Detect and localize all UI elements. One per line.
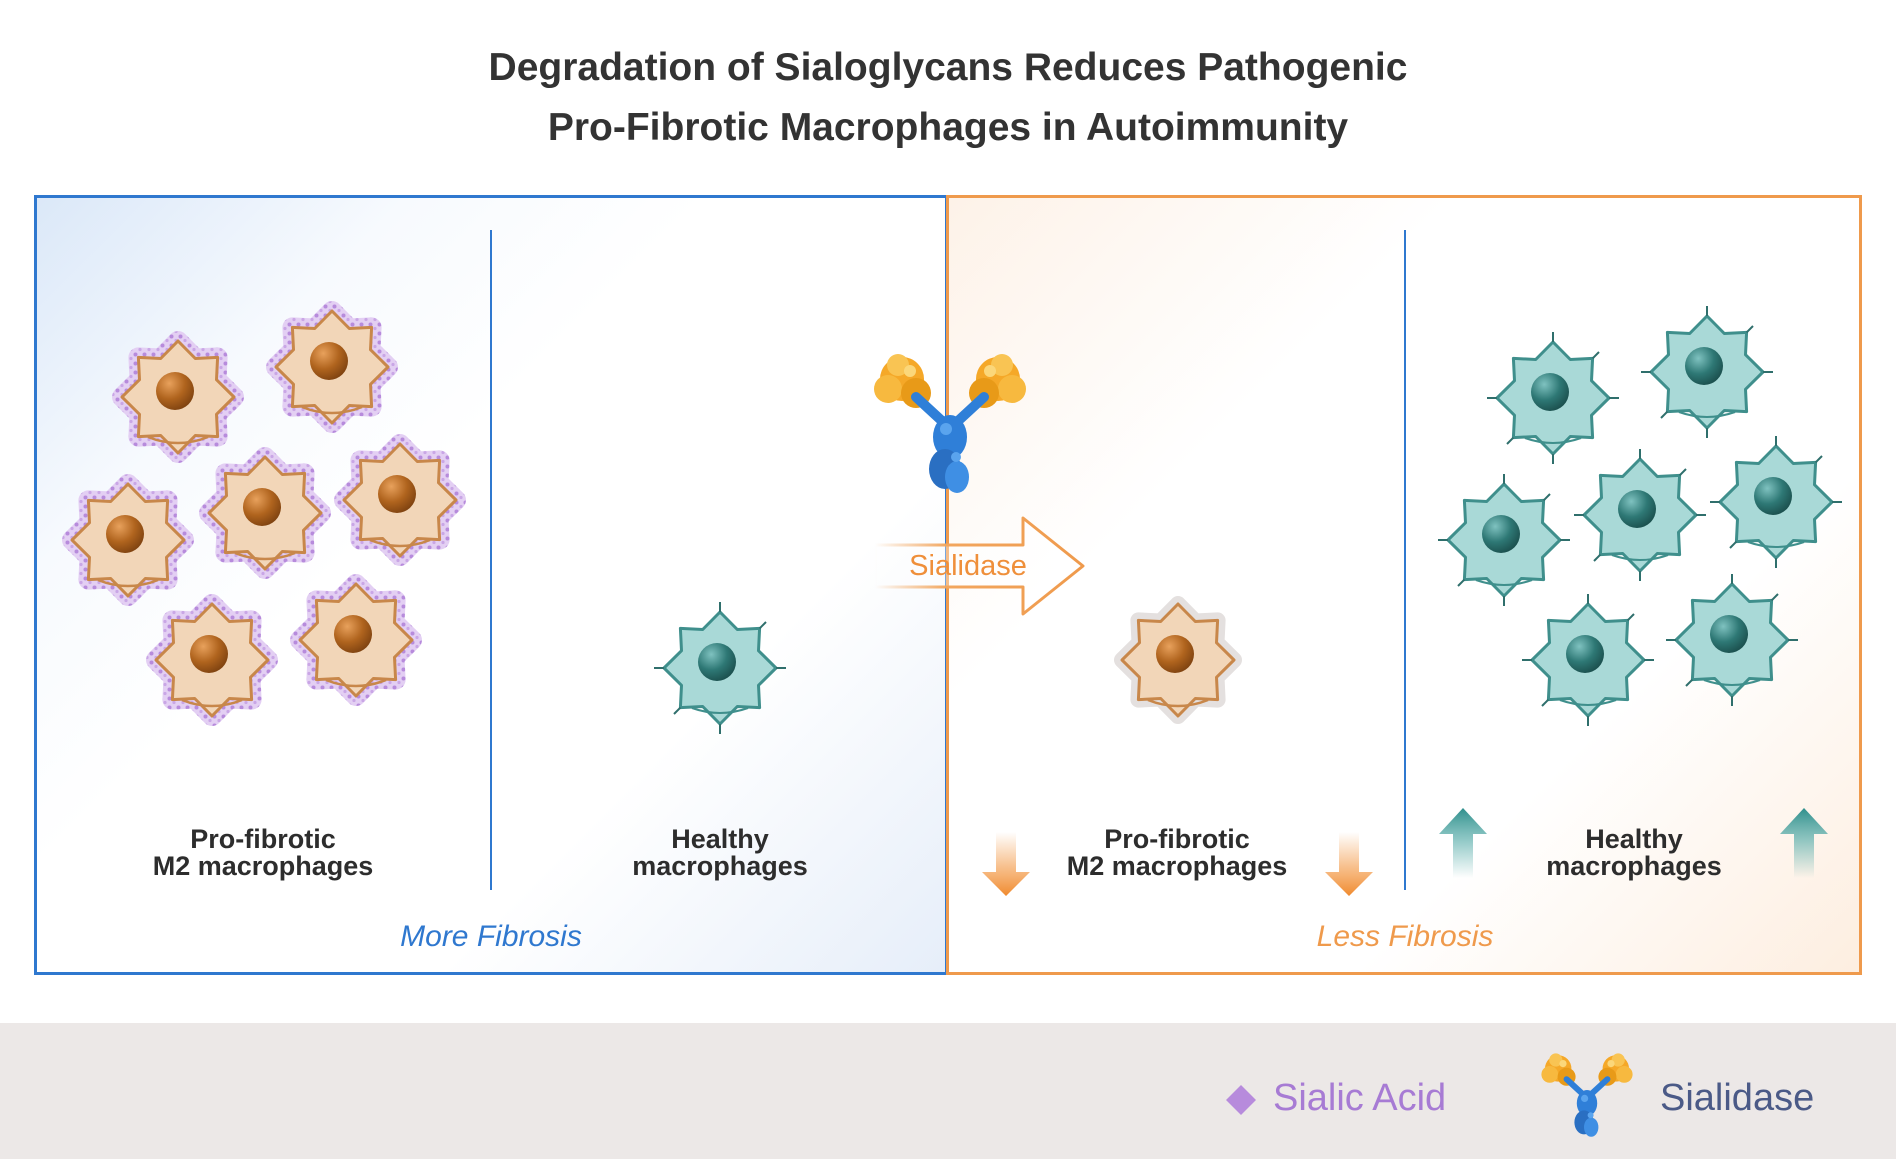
sialidase-arrow-label: Sialidase [909,550,1027,582]
healthy-macrophage-icon [1522,594,1654,726]
arrow-down-icon [1325,832,1373,896]
more-fibrosis-label: More Fibrosis [400,920,582,953]
left-panel-divider [490,230,492,890]
arrow-down-icon [982,832,1030,896]
healthy-macrophage-icon [1487,332,1619,464]
left-healthy-caption: Healthy macrophages [540,826,900,880]
title-line-1: Degradation of Sialoglycans Reduces Path… [488,46,1408,89]
sialidase-arrow-icon [873,516,1085,616]
arrow-up-icon [1780,808,1828,878]
left-m2-caption: Pro-fibrotic M2 macrophages [83,826,443,880]
healthy-macrophage-icon [1641,306,1773,438]
caption-line: Healthy [671,824,769,854]
m2-macrophage-icon [276,311,388,423]
caption-line: macrophages [632,851,808,881]
m2-macrophage-icon [156,604,268,716]
legend [0,1023,1896,1159]
m2-macrophage-icon [72,484,184,596]
healthy-macrophage-icon [1666,574,1798,706]
page-title: Degradation of Sialoglycans Reduces Path… [0,38,1896,158]
caption-line: Pro-fibrotic [190,824,336,854]
arrow-up-icon [1439,808,1487,878]
right-healthy-caption: Healthy macrophages [1454,826,1814,880]
right-m2-caption: Pro-fibrotic M2 macrophages [997,826,1357,880]
caption-line: M2 macrophages [1066,851,1288,881]
legend-sialidase-label: Sialidase [1660,1077,1815,1119]
sialidase-antibody-icon [874,354,1026,493]
legend-sialic-acid-label: Sialic Acid [1273,1077,1447,1119]
m2-macrophage-icon [300,584,412,696]
caption-line: Pro-fibrotic [1104,824,1250,854]
m2-macrophage-icon [209,457,321,569]
right-panel-divider [1404,230,1406,890]
healthy-macrophage-icon [654,602,786,734]
m2-macrophage-icon [344,444,456,556]
caption-line: M2 macrophages [152,851,374,881]
healthy-macrophage-icon [1438,474,1570,606]
caption-line: Healthy [1585,824,1683,854]
m2-macrophage-icon [1122,604,1234,716]
m2-macrophage-icon [122,341,234,453]
less-fibrosis-label: Less Fibrosis [1316,920,1494,953]
caption-line: macrophages [1546,851,1722,881]
healthy-macrophage-icon [1574,449,1706,581]
title-line-2: Pro-Fibrotic Macrophages in Autoimmunity [547,106,1349,149]
healthy-macrophage-icon [1710,436,1842,568]
